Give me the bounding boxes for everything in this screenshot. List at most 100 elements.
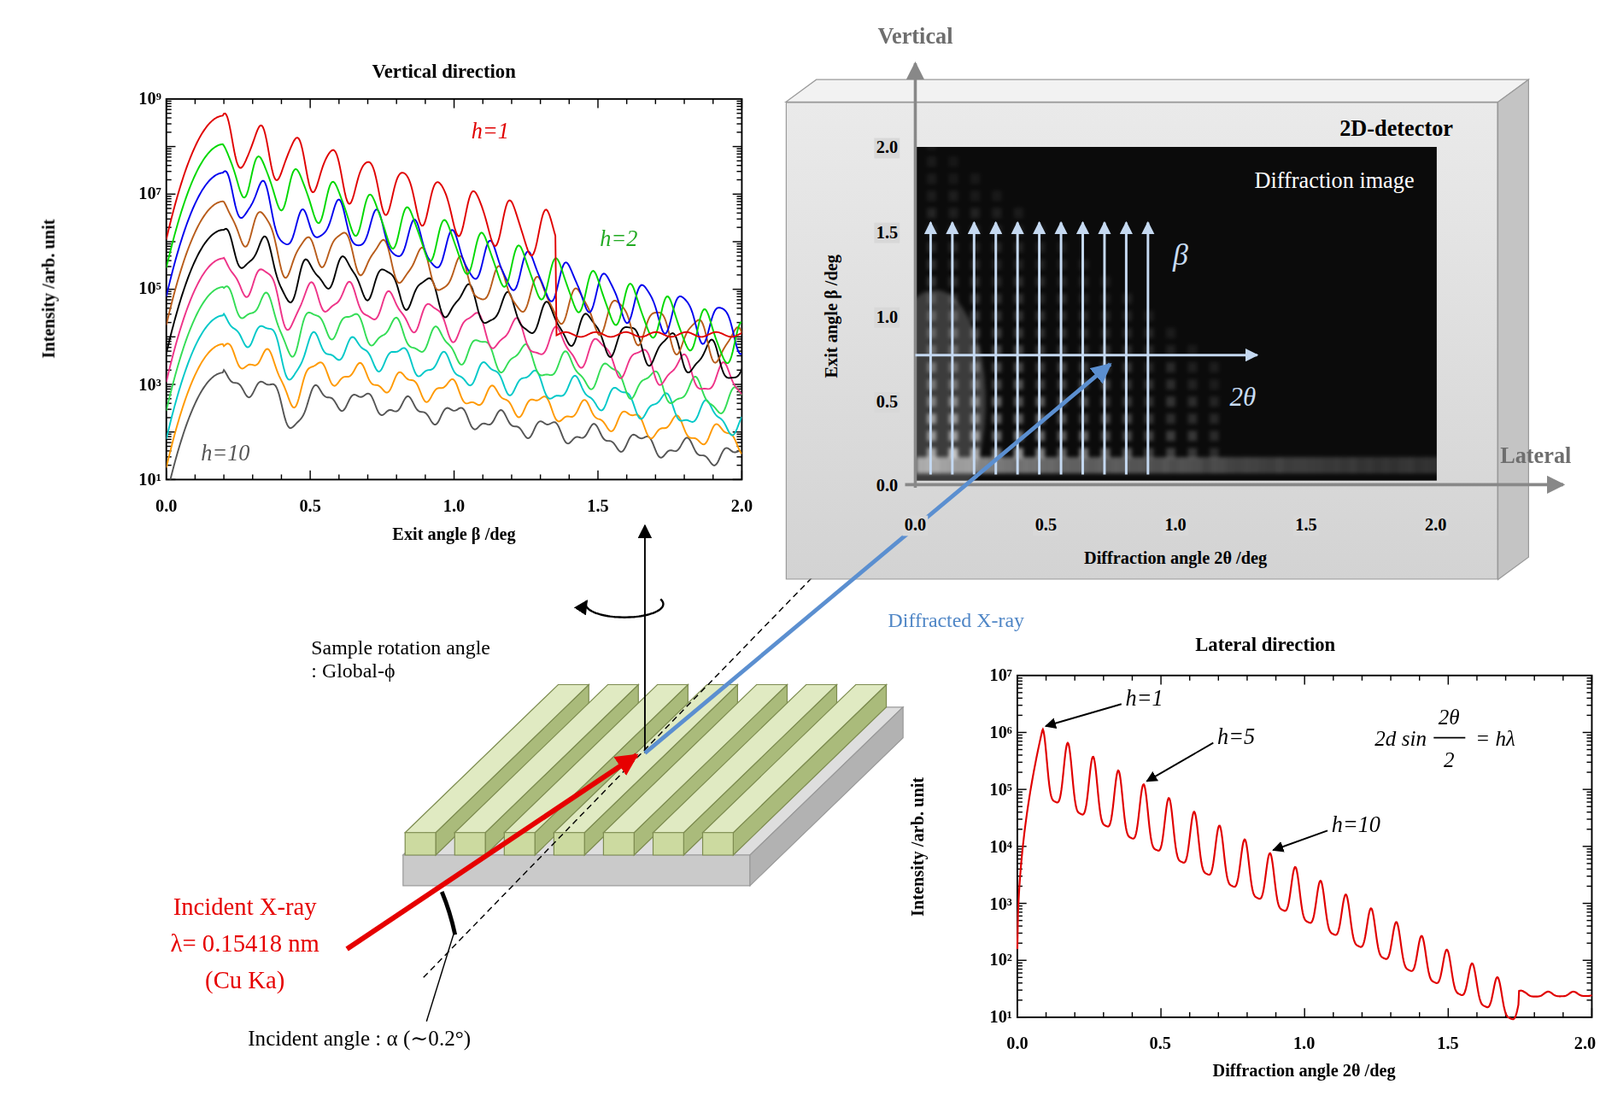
tick-mark [1586,875,1592,877]
tick-mark [736,198,742,200]
horizon-band [940,457,950,474]
horizon-band [1307,457,1317,474]
tick-mark [736,433,742,435]
tick-mark [736,441,742,443]
tick-mark [166,195,172,197]
tick-mark [1586,977,1592,979]
tick-mark [1017,1016,1027,1018]
tick-mark [1586,989,1592,991]
label: 1.5 [586,496,609,516]
tick-mark [736,243,742,245]
tick-mark [1017,801,1023,803]
diffraction-spot [926,207,937,218]
diffraction-spot [1166,396,1176,407]
plot-frame [1017,675,1593,1018]
tick-mark [166,198,172,200]
tick-mark [732,240,743,242]
label: h=1 [471,117,510,144]
horizon-band [1022,457,1032,474]
tick-mark [1586,683,1592,685]
tick-mark [166,123,172,124]
diffraction-spot [1209,413,1220,424]
lateral-plot [1017,675,1593,1018]
tick-mark [539,474,541,480]
tick-mark [1045,675,1047,681]
vertical-axis [914,63,918,488]
scan-arrow [994,222,997,475]
diffraction-spot [1166,328,1176,339]
tick-mark [1586,965,1592,967]
angle-mark [441,891,456,935]
tick-mark [482,99,484,105]
tick-mark [1586,862,1592,864]
tick-mark [736,204,742,206]
tick-mark [736,361,742,363]
tick-mark [736,307,742,309]
tick-mark [166,243,172,245]
tick-mark [1586,925,1592,927]
diffraction-spot [926,146,937,150]
label: 10⁶ [990,722,1013,743]
tick-mark [736,112,742,114]
tick-mark [736,123,742,124]
intensity-curve [166,257,743,395]
label: 2θ [1230,382,1257,414]
tick-mark [1017,677,1023,679]
scan-arrow [914,353,1257,357]
diffraction-spot [949,173,959,184]
tick-mark [166,179,172,181]
tick-mark [166,112,172,114]
axis-title: Intensity /arb. unit [39,219,59,359]
tick-mark [1045,1012,1047,1018]
tick-mark [626,474,628,480]
diffraction-spot [970,173,980,184]
tick-mark [1073,1012,1075,1018]
tick-mark [736,355,742,357]
diffraction-spot [926,173,937,184]
tick-mark [1586,854,1592,856]
tick-mark [1016,675,1018,686]
tick-mark [1017,715,1023,716]
lateral-axis [905,483,1564,487]
tick-mark [166,193,176,195]
tick-mark [736,386,742,387]
tick-mark [736,402,742,404]
horizon-band [1389,457,1399,474]
diffraction-spot [1188,362,1198,373]
tick-mark [1017,687,1023,689]
tick-mark [1017,740,1023,742]
label: 10³ [138,375,161,395]
horizon-band [1226,457,1236,474]
tick-mark [1017,683,1023,685]
tick-mark [1303,675,1305,686]
scan-arrow [1037,222,1041,475]
tick-mark [1586,885,1592,887]
tick-mark [1275,1012,1277,1018]
tick-mark [1017,794,1023,796]
tick-mark [1586,972,1592,973]
tick-mark [166,105,172,107]
tick-mark [568,99,570,105]
tick-mark [252,99,253,105]
tick-mark [1586,791,1592,792]
horizon-band [1332,457,1342,474]
tick-mark [1591,1008,1593,1018]
plot-frame [166,99,743,481]
tick-mark [510,474,512,480]
tick-mark [732,431,743,433]
label: 0.0 [902,515,928,536]
label: 10⁷ [138,183,161,204]
tick-mark [166,131,172,133]
tick-mark [1017,999,1023,1001]
tick-mark [309,99,311,109]
scan-arrow [1125,222,1128,475]
tick-mark [1586,680,1592,682]
label: 2.0 [873,138,900,159]
tick-mark [736,343,742,345]
tick-mark [166,109,172,111]
horizon-band [1177,457,1186,474]
tick-mark [1447,1008,1449,1018]
label: h=2 [599,225,638,252]
tick-mark [166,207,172,209]
diffraction-spot [1166,430,1176,441]
